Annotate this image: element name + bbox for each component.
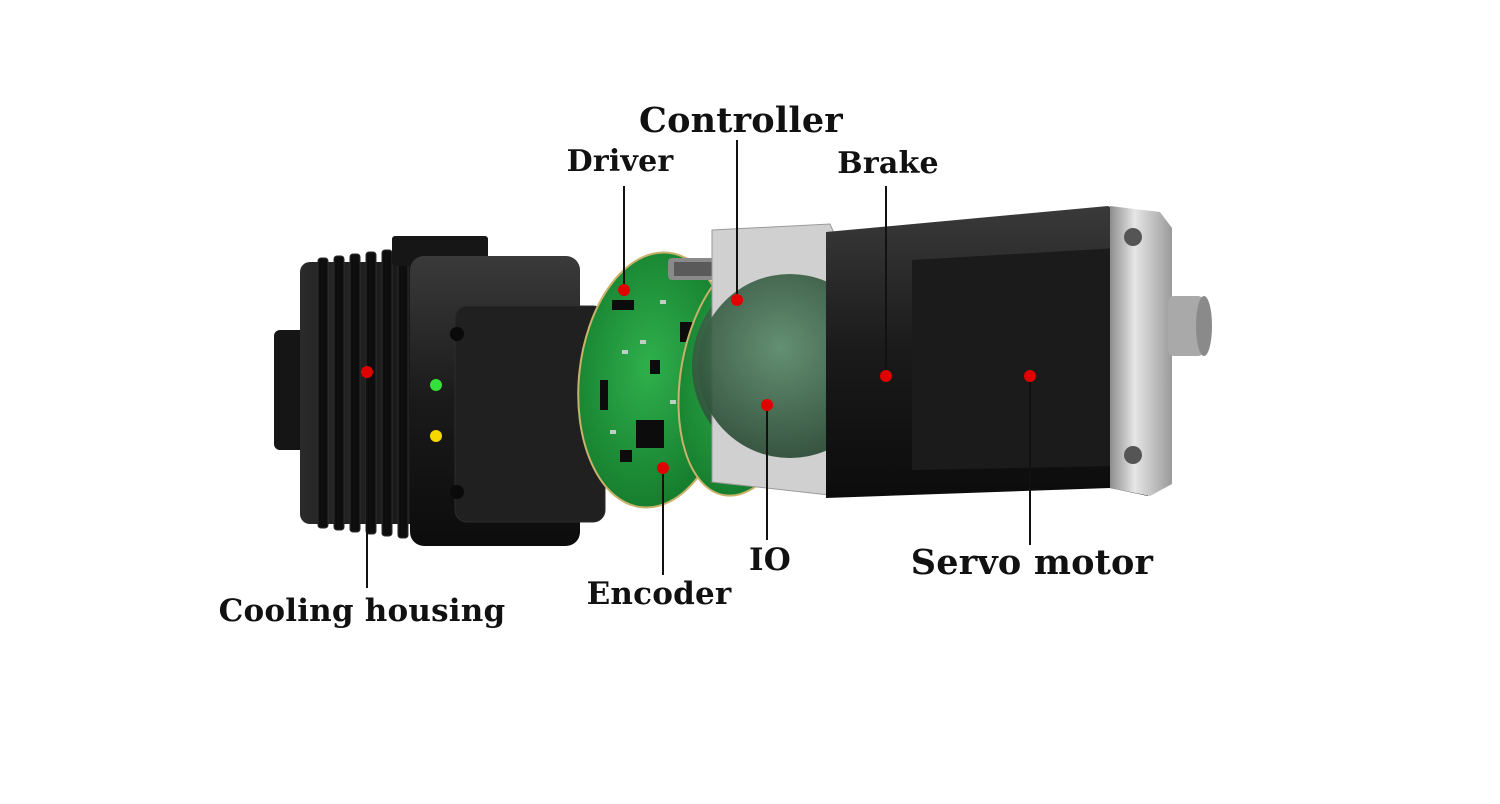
marker-controller (731, 294, 743, 306)
marker-encoder (657, 462, 669, 474)
label-driver: Driver (566, 144, 674, 179)
servo-motor-part (692, 206, 1212, 498)
label-servo-motor: Servo motor (910, 542, 1154, 583)
marker-io (761, 399, 773, 411)
marker-driver (618, 284, 630, 296)
marker-cooling-housing (361, 366, 373, 378)
label-io: IO (749, 542, 791, 578)
label-cooling-housing: Cooling housing (218, 593, 506, 629)
markers (361, 284, 1036, 474)
callout-lines (366, 140, 1031, 588)
cooling-housing-part (274, 236, 606, 546)
label-encoder: Encoder (586, 576, 732, 612)
label-controller: Controller (639, 100, 843, 141)
label-brake: Brake (837, 146, 939, 181)
marker-brake (880, 370, 892, 382)
marker-servo-motor (1024, 370, 1036, 382)
